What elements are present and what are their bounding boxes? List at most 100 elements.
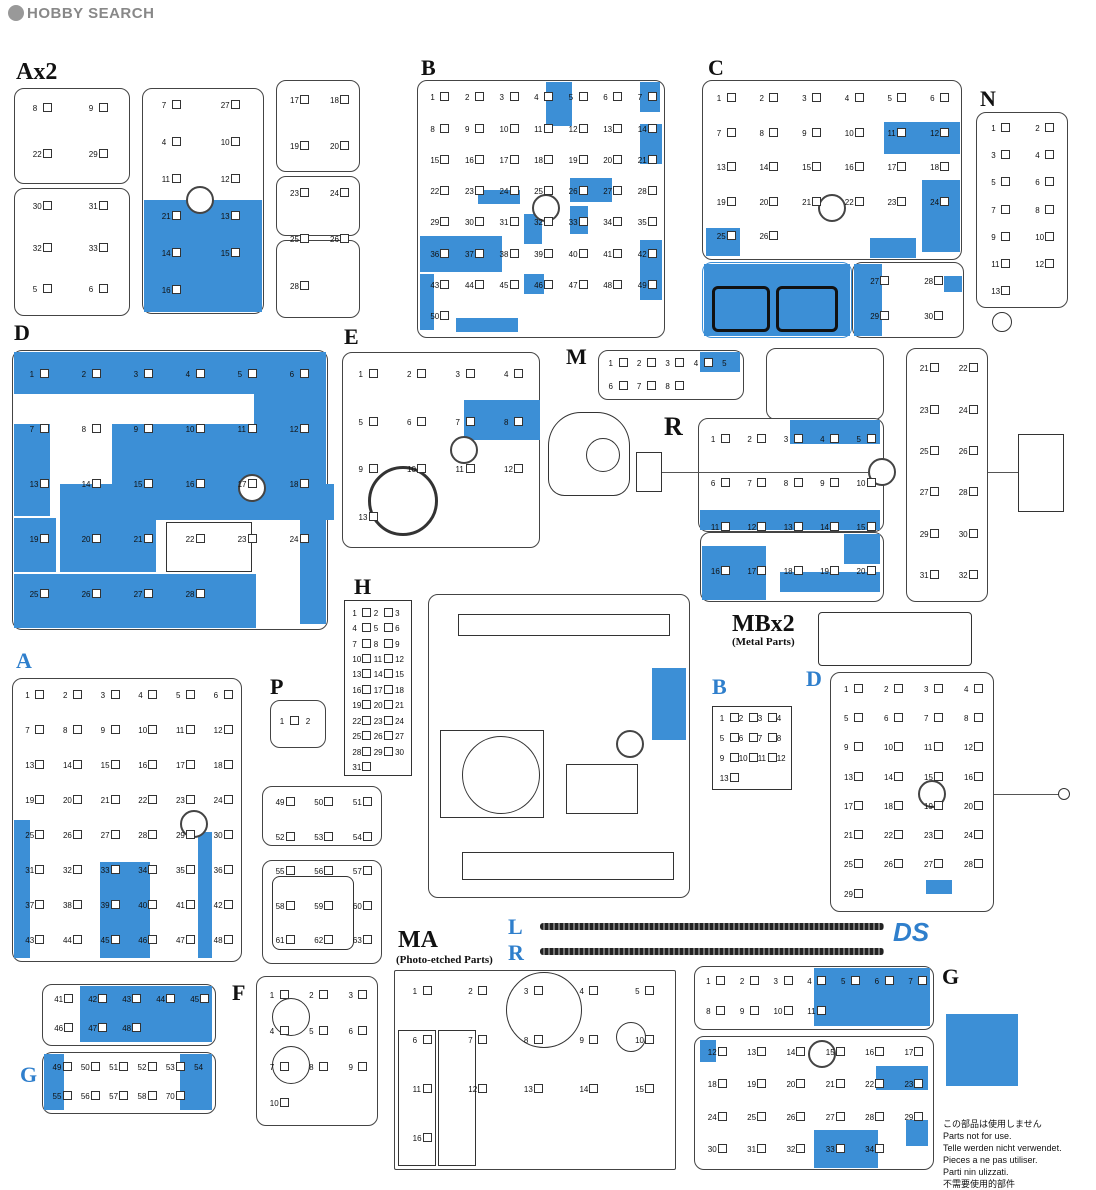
part-number-label: 3 xyxy=(773,977,778,986)
part-number-label: 59 xyxy=(314,901,324,911)
small-part xyxy=(223,724,233,734)
unused-parts-area xyxy=(944,276,962,292)
small-part xyxy=(647,154,657,164)
sprue-label-a-x2: Ax2 xyxy=(16,59,58,85)
part-number-label: 29 xyxy=(919,529,929,539)
small-part xyxy=(362,638,372,648)
part-number-label: 5 xyxy=(358,417,363,427)
small-part xyxy=(757,1111,767,1121)
small-part xyxy=(91,424,101,434)
part-number-label: 28 xyxy=(924,276,934,286)
part-number-label: 24 xyxy=(964,831,973,841)
part-number-label: 13 xyxy=(716,163,726,173)
part-number-label: 2 xyxy=(464,93,470,103)
small-part xyxy=(894,859,903,869)
part-number-label: 55 xyxy=(52,1091,62,1101)
small-part xyxy=(223,864,233,874)
small-part xyxy=(279,989,289,999)
part-number-label: 21 xyxy=(395,701,404,711)
part-number-label: 31 xyxy=(747,1145,757,1155)
small-part xyxy=(544,92,554,102)
small-part xyxy=(72,794,82,804)
small-part xyxy=(383,607,393,617)
small-part xyxy=(716,1006,726,1015)
small-part xyxy=(830,478,840,488)
small-part xyxy=(934,275,944,285)
part-number-label: 14 xyxy=(820,523,830,533)
part-number-label: 27 xyxy=(395,732,404,742)
small-part xyxy=(171,174,181,184)
part-number-label: 12 xyxy=(747,523,757,533)
part-number-label: 34 xyxy=(603,218,613,228)
part-number-label: 23 xyxy=(887,197,897,207)
small-part xyxy=(91,479,101,489)
part-number-label: 26 xyxy=(884,860,893,870)
part-number-label: 9 xyxy=(579,1035,584,1045)
small-part xyxy=(143,533,153,543)
small-part xyxy=(185,829,195,839)
part-number-label: 25 xyxy=(25,830,35,840)
small-part xyxy=(974,683,983,693)
part-number-label: 5 xyxy=(856,435,861,445)
small-part xyxy=(757,1079,767,1089)
small-part xyxy=(98,993,108,1003)
ring-part-f-2 xyxy=(272,1046,310,1084)
part-number-label: 1 xyxy=(430,93,435,103)
part-number-label: 4 xyxy=(776,714,782,723)
small-part xyxy=(39,369,49,379)
part-number-label: 16 xyxy=(865,1047,875,1057)
small-part xyxy=(362,731,372,741)
small-part xyxy=(91,369,101,379)
small-part xyxy=(675,380,685,390)
part-number-label: 10 xyxy=(499,124,509,134)
small-part xyxy=(148,759,158,769)
hobby-search-logo-icon xyxy=(8,5,24,21)
part-number-label: 3 xyxy=(757,714,763,723)
part-number-label: 2 xyxy=(309,990,314,1000)
small-part xyxy=(383,669,393,679)
small-part xyxy=(35,829,45,839)
part-number-label: 19 xyxy=(25,795,35,805)
part-number-label: 28 xyxy=(637,187,647,197)
small-part xyxy=(1045,177,1055,187)
small-part xyxy=(968,404,978,414)
small-part xyxy=(90,1090,100,1100)
part-number-label: 31 xyxy=(919,571,929,581)
part-number-label: 54 xyxy=(352,832,362,842)
small-part xyxy=(812,162,822,172)
part-number-label: 47 xyxy=(88,1023,98,1033)
part-number-label: 24 xyxy=(707,1112,717,1122)
part-number-label: 49 xyxy=(637,280,647,290)
small-part xyxy=(279,1025,289,1035)
small-part xyxy=(880,310,890,320)
part-number-label: 20 xyxy=(81,534,91,544)
small-part xyxy=(850,976,860,985)
part-number-label: 29 xyxy=(88,149,98,159)
part-number-label: 18 xyxy=(289,480,299,490)
part-number-label: 20 xyxy=(62,795,72,805)
part-number-label: 11 xyxy=(175,725,185,735)
part-number-label: 57 xyxy=(109,1091,119,1101)
sprue-d-lower-runner xyxy=(994,794,1060,796)
part-number-label: 13 xyxy=(719,774,729,783)
small-part xyxy=(474,92,484,102)
part-number-label: 33 xyxy=(568,218,578,228)
part-number-label: 23 xyxy=(373,716,383,726)
sprue-c-gate xyxy=(818,194,846,222)
small-part xyxy=(793,434,803,444)
small-part xyxy=(578,92,588,102)
small-part xyxy=(148,794,158,804)
small-part xyxy=(300,187,309,197)
part-number-label: 5 xyxy=(991,178,996,188)
part-number-label: 4 xyxy=(807,977,812,986)
small-part xyxy=(748,733,758,742)
unused-parts-area xyxy=(180,1054,212,1110)
part-number-label: 26 xyxy=(81,589,91,599)
part-number-label: 14 xyxy=(759,163,769,173)
small-part xyxy=(62,1090,72,1100)
part-number-label: 47 xyxy=(568,280,578,290)
small-part xyxy=(42,102,52,112)
legend-notes: この部品は使用しません Parts not for use. Telle wer… xyxy=(943,1118,1062,1190)
small-part xyxy=(362,797,372,807)
small-part xyxy=(143,424,153,434)
